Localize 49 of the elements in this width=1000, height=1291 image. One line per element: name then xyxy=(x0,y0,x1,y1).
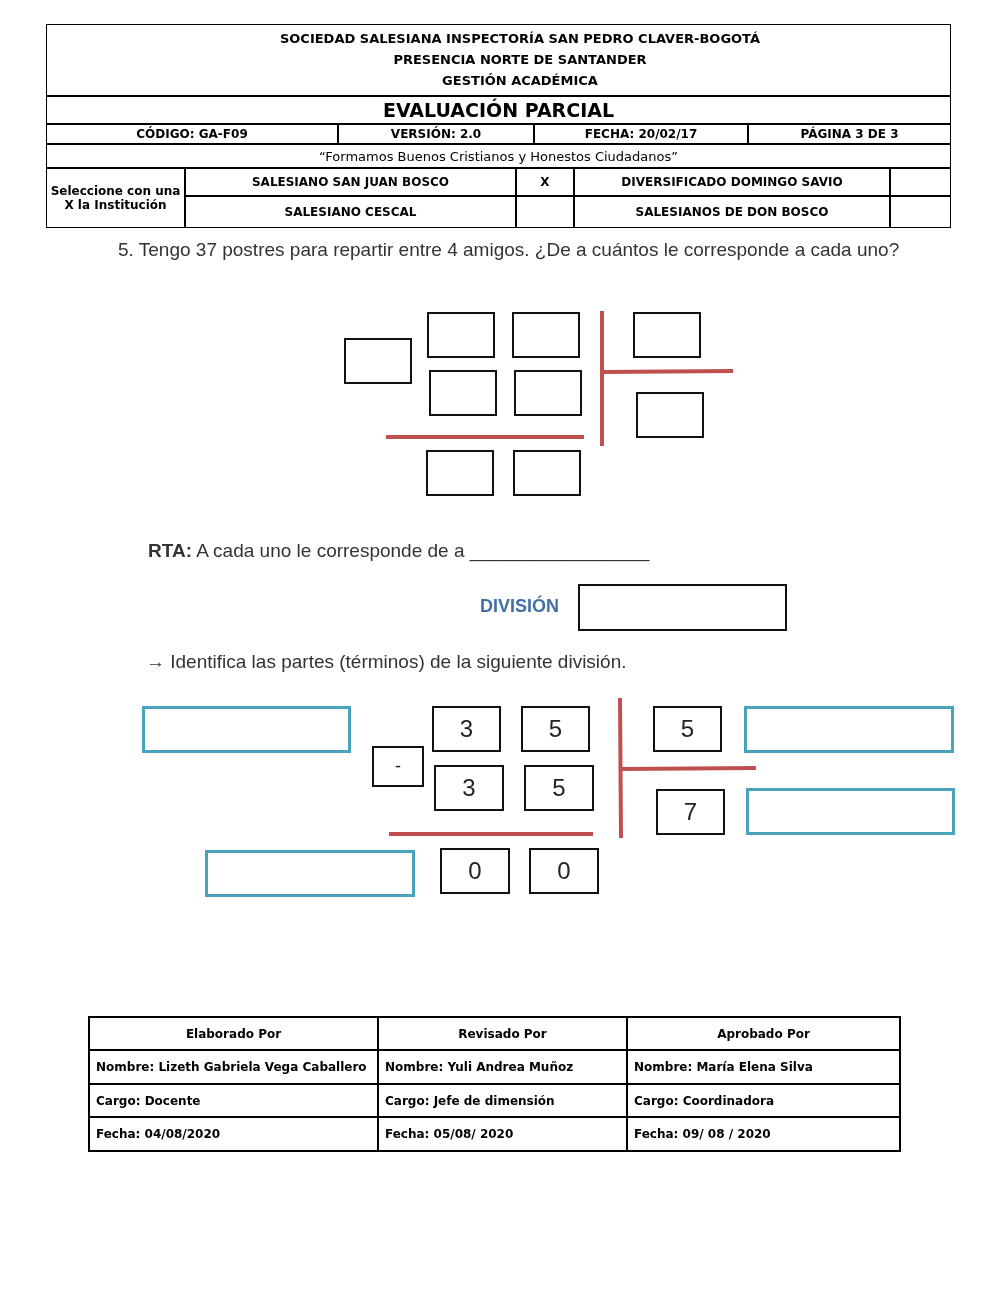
section-label: DIVISIÓN xyxy=(480,596,559,617)
answer-line: RTA: A cada uno le corresponde de a _________________ xyxy=(148,540,650,562)
answer-box xyxy=(636,392,704,438)
digit-box: 0 xyxy=(440,848,510,894)
column-header: Revisado Por xyxy=(458,1026,547,1041)
answer-box xyxy=(205,850,415,897)
header-text: GESTIÓN ACADÉMICA xyxy=(441,72,599,90)
digit-box: - xyxy=(372,746,424,787)
institution-name: DIVERSIFICADO DOMINGO SAVIO xyxy=(574,168,890,196)
column-header: Elaborado Por xyxy=(185,1026,282,1041)
question-text: 5. Tengo 37 postres para repartir entre 4 amigos. ¿De a cuántos le corresponde a cada uno? xyxy=(118,238,901,262)
answer-box xyxy=(578,584,787,631)
digit-box: 5 xyxy=(524,765,594,811)
answer-box xyxy=(513,450,581,496)
instruction-text: Seleccione con una X la Institución xyxy=(46,168,185,228)
signature-field: Fecha: 05/08/ 2020 xyxy=(385,1127,514,1141)
digit-box: 7 xyxy=(656,789,725,835)
form-date: FECHA: 20/02/17 xyxy=(534,124,748,144)
motto: “Formamos Buenos Cristianos y Honestos Ciudadanos” xyxy=(46,144,951,168)
form-version: VERSIÓN: 2.0 xyxy=(338,124,534,144)
signature-field: Fecha: 09/ 08 / 2020 xyxy=(634,1127,771,1141)
answer-box xyxy=(429,370,497,416)
selection-mark: X xyxy=(516,168,574,196)
page-number: PÁGINA 3 DE 3 xyxy=(748,124,951,144)
form-title: EVALUACIÓN PARCIAL xyxy=(46,96,951,124)
institution-name: SALESIANOS DE DON BOSCO xyxy=(574,196,890,228)
answer-box xyxy=(512,312,580,358)
institution-name: SALESIANO CESCAL xyxy=(185,196,516,228)
signature-field: Fecha: 04/08/2020 xyxy=(96,1127,221,1141)
instruction-text: → Identifica las partes (términos) de la siguiente división. xyxy=(146,651,627,673)
answer-box xyxy=(514,370,582,416)
header-text: PRESENCIA NORTE DE SANTANDER xyxy=(392,51,648,69)
answer-box xyxy=(744,706,954,753)
header-text: SOCIEDAD SALESIANA INSPECTORÍA SAN PEDRO CLAVER-BOGOTÁ xyxy=(278,30,762,48)
answer-box xyxy=(426,450,494,496)
answer-box xyxy=(142,706,351,753)
digit-box: 3 xyxy=(432,706,501,752)
answer-box xyxy=(746,788,955,835)
digit-box: 3 xyxy=(434,765,504,811)
answer-box xyxy=(344,338,412,384)
signature-field: Cargo: Docente xyxy=(96,1093,201,1108)
digit-box: 5 xyxy=(653,706,722,752)
answer-box xyxy=(633,312,701,358)
digit-box: 5 xyxy=(521,706,590,752)
answer-box xyxy=(427,312,495,358)
column-header: Aprobado Por xyxy=(717,1026,810,1041)
digit-box: 0 xyxy=(529,848,599,894)
form-code: CÓDIGO: GA-F09 xyxy=(46,124,338,144)
institution-name: SALESIANO SAN JUAN BOSCO xyxy=(185,168,516,196)
